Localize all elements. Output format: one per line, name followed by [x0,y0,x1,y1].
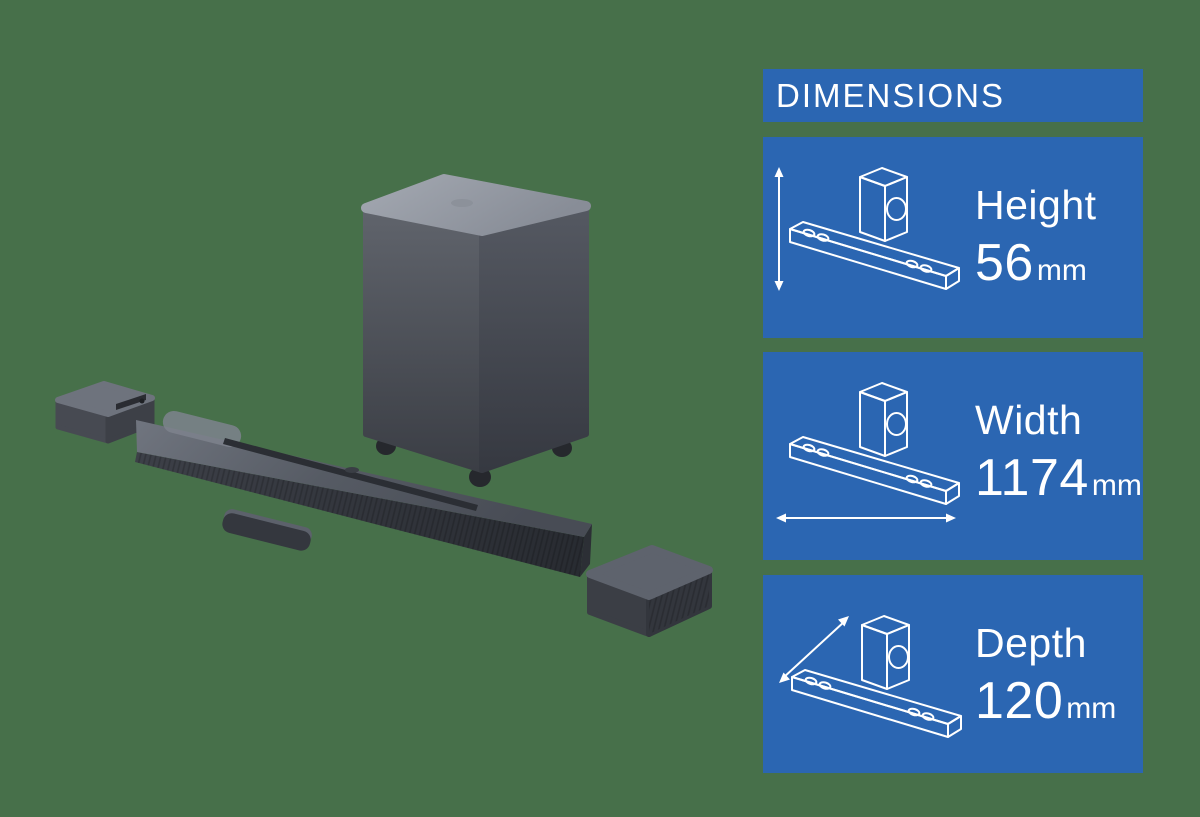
dimensions-header: DIMENSIONS [763,69,1143,122]
soundbar-subwoofer-height-arrow-icon [774,167,960,291]
subwoofer [361,174,591,487]
soundbar-subwoofer-depth-arrow-icon [779,615,962,738]
remote-control [222,509,312,551]
depth-label: Depth [975,620,1087,666]
height-label: Height [975,182,1097,228]
dimensions-title: DIMENSIONS [776,76,1006,115]
width-label: Width [975,397,1083,443]
product-image [55,174,713,637]
right-surround-speaker [586,545,713,637]
soundbar-subwoofer-width-arrow-icon [776,382,960,523]
soundbar [135,410,592,577]
